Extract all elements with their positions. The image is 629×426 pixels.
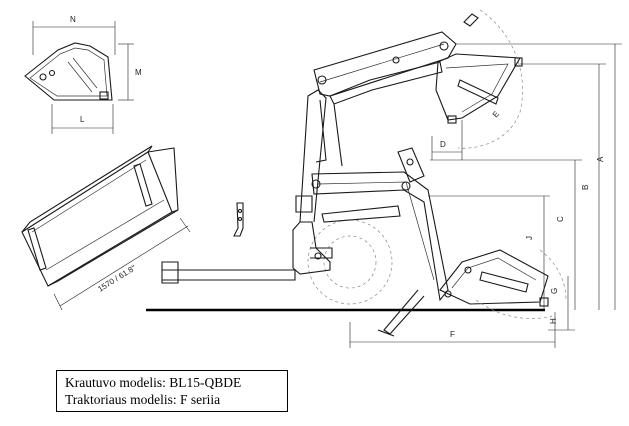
- dim-label-c: C: [556, 216, 565, 222]
- bucket-isometric-view: 1570 / 61.8": [21, 145, 191, 311]
- dim-label-f: F: [450, 330, 455, 339]
- dim-label-d: D: [440, 140, 446, 149]
- dim-label-a: A: [596, 156, 605, 162]
- boom-raised: E: [313, 9, 523, 167]
- loader-model-line: Krautuvo modelis: BL15-QBDE: [65, 375, 242, 390]
- dim-label-g: G: [550, 288, 559, 294]
- dim-label-bucket-width: 1570 / 61.8": [96, 263, 137, 293]
- mounting-bracket: [233, 202, 244, 237]
- dim-label-n: N: [70, 15, 76, 24]
- dim-label-h: H: [549, 318, 558, 324]
- dim-label-e: E: [491, 109, 501, 119]
- bucket-side-view: N M L: [24, 15, 142, 134]
- boom-lowered: [311, 147, 567, 337]
- dimension-lines: A B C J G H D F: [349, 43, 622, 348]
- model-caption-box: Krautuvo modelis: BL15-QBDE Traktoriaus …: [56, 370, 288, 412]
- dim-label-j: J: [525, 236, 534, 240]
- tractor-wheel: [307, 219, 393, 305]
- loader-frame: [161, 89, 333, 284]
- dim-label-b: B: [581, 185, 590, 190]
- dim-label-l: L: [80, 115, 85, 124]
- dim-label-m: M: [135, 68, 142, 77]
- tractor-model-line: Traktoriaus modelis: F seriia: [65, 392, 221, 407]
